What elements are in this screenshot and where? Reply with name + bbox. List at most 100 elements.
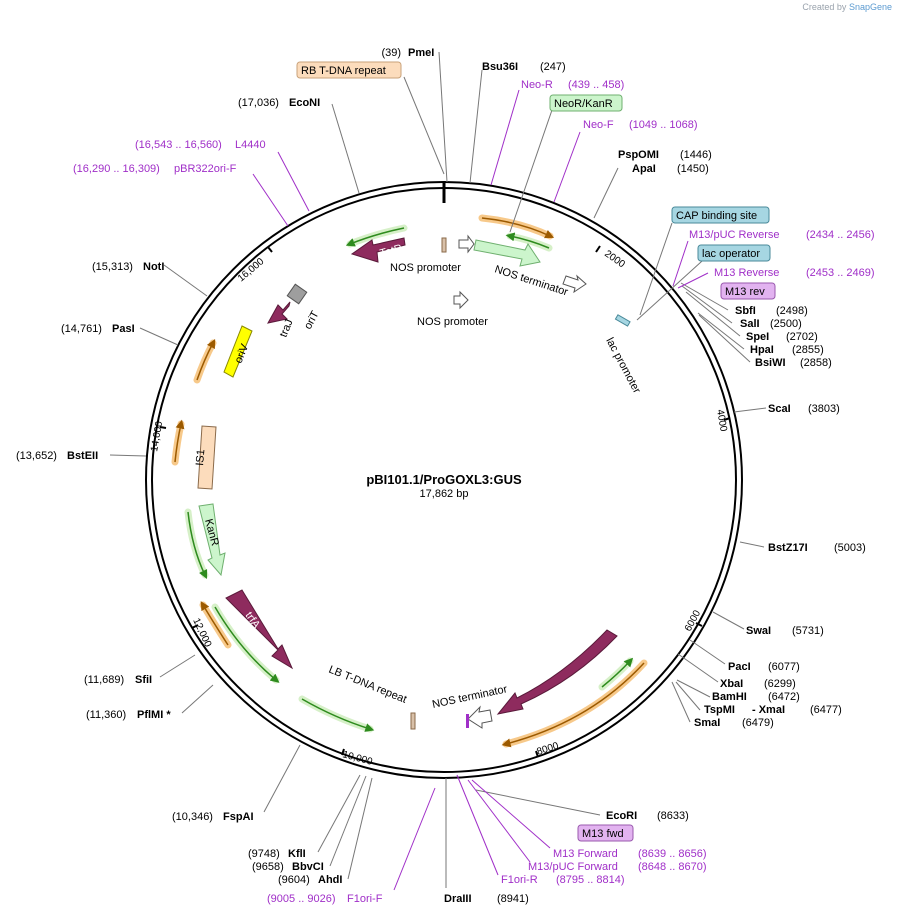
site-kfli-pos: (9748): [248, 848, 280, 860]
snapgene-logo: SnapGene: [848, 2, 892, 12]
site-xbai-name[interactable]: XbaI: [720, 678, 743, 690]
primer-m13-puc-reverse-range: (2434 .. 2456): [806, 229, 875, 241]
rb-tdna-repeat-box[interactable]: [296, 61, 402, 79]
site-noti-pos: (15,313): [92, 261, 133, 273]
cap-binding-site-label: CAP binding site: [676, 210, 757, 222]
site-bsiwi-name[interactable]: BsiWI: [755, 357, 786, 369]
site-bbvci-name[interactable]: BbvCI: [292, 861, 324, 873]
gus-arrow: [496, 629, 618, 715]
site-swai-name[interactable]: SwaI: [746, 625, 771, 637]
rb-tdna-repeat-mark: [441, 237, 447, 253]
lb-tdna-repeat-mark: [410, 712, 416, 730]
rb-tdna-repeat-label: RB T-DNA repeat: [301, 65, 386, 77]
site-apai-pos: (1450): [677, 163, 709, 175]
site-fspai-pos: (10,346): [172, 811, 213, 823]
site-xmai-pos: (6477): [810, 704, 842, 716]
m13-rev-box[interactable]: [720, 282, 776, 300]
nos-terminator-arrow-2: [467, 705, 493, 729]
site-spei-pos: (2702): [786, 331, 818, 343]
site-draiii-name[interactable]: DraIII: [444, 893, 472, 905]
site-econi-pos: (17,036): [238, 97, 279, 109]
primer-m13-forward-range: (8639 .. 8656): [638, 848, 707, 860]
site-hpai-pos: (2855): [792, 344, 824, 356]
primer-f1ori-f-name[interactable]: F1ori-F: [347, 893, 383, 905]
site-spei-name[interactable]: SpeI: [746, 331, 769, 343]
site-bstz17i-name[interactable]: BstZ17I: [768, 542, 808, 554]
m13-fwd-box[interactable]: [577, 824, 634, 842]
site-hpai-name[interactable]: HpaI: [750, 344, 774, 356]
site-bamhi-name[interactable]: BamHI: [712, 691, 747, 703]
site-swai-pos: (5731): [792, 625, 824, 637]
site-sbfi-name[interactable]: SbfI: [735, 305, 756, 317]
site-bstz17i-pos: (5003): [834, 542, 866, 554]
site-fspai-name[interactable]: FspAI: [223, 811, 254, 823]
site-tspmi-name[interactable]: TspMI: [704, 704, 735, 716]
nos-promoter-label-2: NOS promoter: [417, 316, 488, 328]
site-sali-name[interactable]: SalI: [740, 318, 760, 330]
site-bsu36i-name[interactable]: Bsu36I: [482, 61, 518, 73]
site-smai-name[interactable]: SmaI: [694, 717, 720, 729]
site-kfli-name[interactable]: KflI: [288, 848, 306, 860]
site-pflmi-name[interactable]: PflMI *: [137, 709, 171, 721]
site-xmai-name[interactable]: - XmaI: [752, 704, 785, 716]
site-ahdi-name[interactable]: AhdI: [318, 874, 342, 886]
primer-m13-puc-reverse-name[interactable]: M13/pUC Reverse: [689, 229, 779, 241]
m13-fwd-label: M13 fwd: [582, 828, 624, 840]
site-ecori-name[interactable]: EcoRI: [606, 810, 637, 822]
site-bsiwi-pos: (2858): [800, 357, 832, 369]
nos-promoter-label-1: NOS promoter: [390, 262, 461, 274]
primer-m13-reverse-name[interactable]: M13 Reverse: [714, 267, 779, 279]
site-ahdi-pos: (9604): [278, 874, 310, 886]
site-econi-name[interactable]: EcoNI: [289, 97, 320, 109]
primer-f1ori-r-name[interactable]: F1ori-R: [501, 874, 538, 886]
site-paci-name[interactable]: PacI: [728, 661, 751, 673]
neor-kanr-arrow: [473, 239, 541, 267]
primer-pbr322ori-f-name[interactable]: pBR322ori-F: [174, 163, 237, 175]
primer-neo-r-name[interactable]: Neo-R: [521, 79, 553, 91]
cap-binding-site-box[interactable]: [671, 206, 770, 224]
site-pspomi-pos: (1446): [680, 149, 712, 161]
primer-l4440-range: (16,543 .. 16,560): [135, 139, 222, 151]
site-pflmi-pos: (11,360): [86, 709, 126, 721]
primer-m13-reverse-range: (2453 .. 2469): [806, 267, 875, 279]
neor-kanr-box[interactable]: [549, 94, 623, 112]
m13-rev-label: M13 rev: [725, 286, 765, 298]
lac-operator-box[interactable]: [697, 244, 771, 262]
site-bsteii-name[interactable]: BstEII: [67, 450, 98, 462]
site-pmei-name[interactable]: PmeI: [408, 47, 434, 59]
lac-operator-label: lac operator: [702, 248, 760, 260]
m13-fwd-site-mark: [466, 714, 469, 728]
lb-repeat-label: LB T-DNA repeat: [327, 664, 408, 706]
site-draiii-pos: (8941): [497, 893, 529, 905]
nos-promoter-arrow-2: [453, 290, 469, 310]
site-noti-name[interactable]: NotI: [143, 261, 164, 273]
site-pspomi-name[interactable]: PspOMI: [618, 149, 659, 161]
nos-terminator-arrow-1: [562, 274, 587, 294]
primer-leader-lines: [252, 89, 709, 891]
neor-kanr-label: NeoR/KanR: [554, 98, 613, 110]
tick-label: 14,000: [149, 420, 165, 452]
primer-m13-puc-forward-name[interactable]: M13/pUC Forward: [528, 861, 618, 873]
site-pmei-pos: (39): [381, 47, 401, 59]
tetr-label: TetR: [379, 242, 404, 259]
site-sfii-name[interactable]: SfiI: [135, 674, 152, 686]
site-bsteii-pos: (13,652): [16, 450, 57, 462]
site-apai-name[interactable]: ApaI: [632, 163, 656, 175]
primer-neo-r-range: (439 .. 458): [568, 79, 624, 91]
nos-promoter-arrow-1: [458, 234, 475, 254]
site-scai-name[interactable]: ScaI: [768, 403, 791, 415]
primer-pbr322ori-f-range: (16,290 .. 16,309): [73, 163, 160, 175]
orit-box: [286, 283, 308, 305]
primer-m13-puc-forward-range: (8648 .. 8670): [638, 861, 707, 873]
watermark-prefix: Created by: [802, 2, 847, 12]
plasmid-size: 17,862 bp: [420, 488, 469, 500]
site-paci-pos: (6077): [768, 661, 800, 673]
site-ecori-pos: (8633): [657, 810, 689, 822]
primer-m13-forward-name[interactable]: M13 Forward: [553, 848, 618, 860]
site-pasi-name[interactable]: PasI: [112, 323, 135, 335]
primer-neo-f-name[interactable]: Neo-F: [583, 119, 614, 131]
site-xbai-pos: (6299): [764, 678, 796, 690]
tick-label: 4000: [714, 409, 729, 433]
primer-l4440-name[interactable]: L4440: [235, 139, 266, 151]
kanr-arrow: [198, 503, 226, 577]
